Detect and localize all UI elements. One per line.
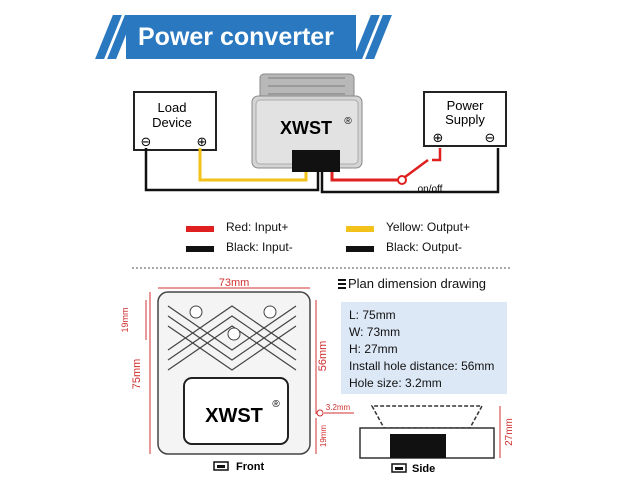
height-label: 27mm (504, 418, 515, 446)
power-supply-box (423, 91, 507, 147)
legend-yellow-swatch (346, 226, 374, 232)
spec-length: L: 75mm (349, 308, 396, 322)
power-supply-label-1: Power (447, 98, 485, 113)
front-view-icon (213, 461, 229, 471)
front-registered-mark: ® (272, 399, 280, 410)
front-brand: XWST (205, 405, 263, 427)
supply-negative-terminal: ⊖ (485, 130, 496, 145)
wire-red-input (330, 172, 398, 182)
legend-red-swatch (186, 226, 214, 232)
supply-positive-terminal: ⊕ (433, 130, 444, 145)
page-title: Power converter (126, 15, 356, 59)
switch-contact (397, 175, 407, 185)
wire-red-supply (432, 148, 442, 162)
width-label: 73mm (219, 277, 250, 289)
length-label: 75mm (131, 359, 143, 390)
legend-black-input-label: Black: Input- (226, 240, 293, 254)
spec-hole-size: Hole size: 3.2mm (349, 376, 442, 390)
side-view-label: Side (412, 463, 435, 475)
load-device-box (133, 91, 217, 151)
legend-black-output-swatch (346, 246, 374, 252)
converter-registered-mark: ® (344, 116, 352, 127)
load-device-label-1: Load (158, 100, 187, 115)
front-label-plate (183, 377, 289, 445)
mount-hole-right (263, 305, 277, 319)
power-supply-label-2: Supply (445, 112, 485, 127)
legend-black-input-swatch (186, 246, 214, 252)
converter-cable-gland (292, 150, 340, 172)
side-hole (316, 409, 324, 417)
side-view-icon (391, 463, 407, 473)
converter-brand: XWST (280, 118, 332, 138)
plan-list-icon (338, 279, 346, 281)
wire-black-output (144, 148, 320, 192)
spec-width: W: 73mm (349, 325, 401, 339)
spec-hole-distance: Install hole distance: 56mm (349, 359, 495, 373)
front-fins (167, 305, 297, 371)
mount-hole-center (227, 327, 241, 341)
spec-panel: L: 75mm W: 73mm H: 27mm Install hole dis… (341, 302, 507, 394)
wire-yellow-output (198, 148, 308, 182)
spec-height: H: 27mm (349, 342, 398, 356)
top-offset-label: 19mm (120, 307, 130, 332)
dimension-drawing: XWST ® 73mm 75mm 19mm 56mm 3.2mm 19mm Fr… (120, 267, 515, 475)
legend-black-output-label: Black: Output- (386, 240, 463, 254)
mount-hole-left (189, 305, 203, 319)
wiring-diagram: Load Device ⊖ ⊕ XWST ® Power Supply ⊕ ⊖ … (133, 73, 507, 195)
load-positive-terminal: ⊕ (197, 134, 208, 149)
hole-size-label: 3.2mm (326, 403, 351, 412)
switch-lever (404, 158, 429, 179)
load-device-label-2: Device (152, 115, 192, 130)
front-view-label: Front (236, 461, 264, 473)
plan-title: Plan dimension drawing (348, 276, 487, 291)
side-cable-gland (390, 434, 446, 458)
bottom-offset-label: 19mm (319, 425, 328, 448)
hole-distance-label: 56mm (317, 341, 329, 372)
wire-black-input (320, 148, 500, 194)
legend-red-label: Red: Input+ (226, 220, 289, 234)
switch-label: on/off (418, 184, 443, 195)
load-negative-terminal: ⊖ (141, 134, 152, 149)
side-body (370, 405, 484, 429)
legend-yellow-label: Yellow: Output+ (386, 220, 470, 234)
